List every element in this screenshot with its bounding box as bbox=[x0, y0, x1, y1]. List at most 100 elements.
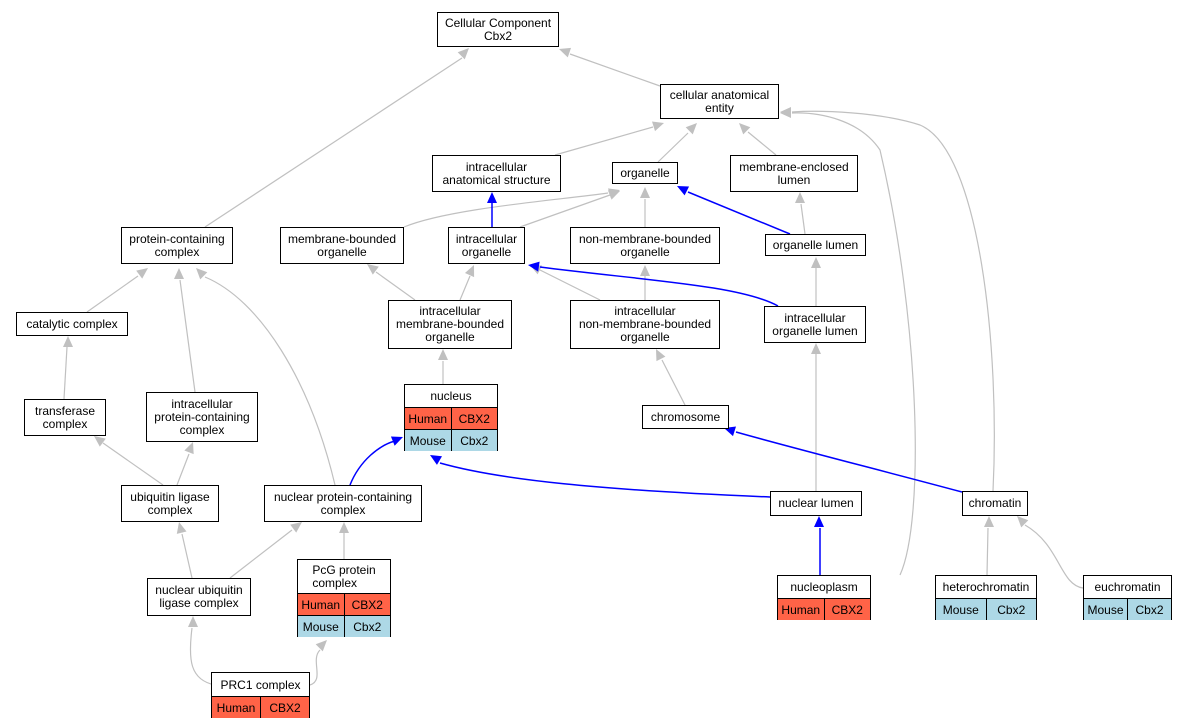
human-gene-row: Human CBX2 bbox=[778, 599, 870, 620]
edge-chromatin-chromosome bbox=[735, 431, 963, 493]
edge-npcc-nucleus-arrowhead bbox=[390, 436, 403, 446]
edge-ias-cae bbox=[554, 126, 654, 156]
edge-ulc-trans-arrowhead bbox=[94, 436, 106, 447]
species-cell: Mouse bbox=[405, 430, 451, 451]
node-pcg-protein-complex[interactable]: PcG protein complex Human CBX2 Mouse Cbx… bbox=[297, 559, 391, 637]
gene-cell: CBX2 bbox=[343, 594, 390, 615]
edge-inmbo-io bbox=[539, 269, 601, 301]
edge-npcc-pcc bbox=[204, 276, 336, 486]
node-cellular-anatomical-entity[interactable]: cellular anatomical entity bbox=[660, 84, 779, 119]
node-intracellular-non-membrane-bounded-organelle[interactable]: intracellular non-membrane-bounded organ… bbox=[570, 300, 720, 349]
node-catalytic-complex[interactable]: catalytic complex bbox=[16, 312, 128, 336]
node-intracellular-membrane-bounded-organelle[interactable]: intracellular membrane-bounded organelle bbox=[388, 300, 512, 349]
species-cell: Human bbox=[405, 408, 451, 429]
edge-cat-pcc-arrowhead bbox=[136, 268, 148, 279]
edge-imbo-io bbox=[459, 275, 471, 301]
edge-nucleoplasm-nl-arrowhead bbox=[814, 516, 824, 527]
node-prc1-complex[interactable]: PRC1 complex Human CBX2 bbox=[211, 672, 310, 718]
edge-ol-mel-arrowhead bbox=[795, 192, 805, 203]
edge-nmbo-organelle-arrowhead bbox=[640, 187, 650, 198]
edge-ias-cae-arrowhead bbox=[652, 121, 664, 132]
node-non-membrane-bounded-organelle[interactable]: non-membrane-bounded organelle bbox=[570, 227, 720, 264]
node-organelle[interactable]: organelle bbox=[612, 162, 678, 184]
mouse-gene-row: Mouse Cbx2 bbox=[298, 616, 390, 637]
species-cell: Mouse bbox=[936, 599, 986, 620]
node-chromosome[interactable]: chromosome bbox=[642, 405, 729, 429]
edge-nulc-npcc-arrowhead bbox=[290, 522, 302, 533]
edge-iol-io bbox=[539, 266, 779, 307]
edge-organelle-cae bbox=[657, 132, 689, 163]
node-ubiquitin-ligase-complex[interactable]: ubiquitin ligase complex bbox=[121, 485, 219, 522]
gene-cell: CBX2 bbox=[823, 599, 870, 620]
node-intracellular-organelle[interactable]: intracellular organelle bbox=[448, 227, 525, 264]
edge-ipcc-pcc-arrowhead bbox=[174, 268, 184, 279]
edge-prc1-pcg-arrowhead bbox=[315, 640, 327, 652]
edge-ulc-trans bbox=[102, 442, 164, 486]
edge-npcc-pcc-arrowhead bbox=[196, 268, 208, 280]
edge-trans-cat bbox=[63, 346, 68, 400]
edge-pcc-root-arrowhead bbox=[457, 48, 469, 60]
edge-prc1-nulc-arrowhead bbox=[188, 616, 198, 627]
node-organelle-lumen[interactable]: organelle lumen bbox=[765, 234, 866, 256]
species-cell: Human bbox=[298, 594, 344, 615]
edge-mel-cae bbox=[747, 131, 777, 156]
node-heterochromatin[interactable]: heterochromatin Mouse Cbx2 bbox=[935, 575, 1037, 620]
edge-cae-root-arrowhead bbox=[559, 47, 572, 58]
edge-ulc-ipcc bbox=[176, 453, 190, 486]
edge-hetero-chromatin-arrowhead bbox=[984, 516, 994, 527]
edge-imbo-mbo bbox=[375, 271, 416, 301]
edge-cae-root bbox=[569, 53, 661, 87]
edge-imbo-io-arrowhead bbox=[464, 265, 475, 278]
node-nucleoplasm[interactable]: nucleoplasm Human CBX2 bbox=[777, 575, 871, 620]
node-title: euchromatin bbox=[1084, 576, 1171, 599]
species-cell: Mouse bbox=[1084, 599, 1127, 620]
edge-hetero-chromatin bbox=[986, 527, 989, 576]
edge-cat-pcc bbox=[86, 275, 139, 313]
edge-nucleoplasm-cae bbox=[791, 112, 916, 576]
node-intracellular-organelle-lumen[interactable]: intracellular organelle lumen bbox=[764, 306, 866, 343]
edge-eu-chromatin bbox=[1024, 524, 1084, 589]
edge-imbo-mbo-arrowhead bbox=[367, 264, 379, 275]
edge-chromosome-inmbo bbox=[661, 359, 686, 406]
species-cell: Mouse bbox=[298, 616, 344, 637]
species-cell: Human bbox=[212, 697, 260, 718]
node-cellular-component-root[interactable]: Cellular Component Cbx2 bbox=[437, 12, 559, 47]
node-chromatin[interactable]: chromatin bbox=[962, 491, 1028, 516]
gene-cell: CBX2 bbox=[450, 408, 497, 429]
gene-cell: Cbx2 bbox=[343, 616, 390, 637]
node-nuclear-protein-containing-complex[interactable]: nuclear protein-containing complex bbox=[264, 485, 422, 522]
node-protein-containing-complex[interactable]: protein-containing complex bbox=[121, 227, 233, 264]
edge-pcg-npcc-arrowhead bbox=[339, 522, 349, 533]
edge-io-ias-arrowhead bbox=[487, 192, 497, 203]
node-nucleus[interactable]: nucleus Human CBX2 Mouse Cbx2 bbox=[404, 384, 498, 451]
gene-cell: Cbx2 bbox=[985, 599, 1036, 620]
edge-ipcc-pcc bbox=[179, 279, 196, 393]
node-intracellular-anatomical-structure[interactable]: intracellular anatomical structure bbox=[432, 155, 561, 192]
node-membrane-enclosed-lumen[interactable]: membrane-enclosed lumen bbox=[730, 155, 858, 192]
edge-inmbo-nmbo-arrowhead bbox=[640, 265, 650, 276]
human-gene-row: Human CBX2 bbox=[298, 594, 390, 616]
edge-pcc-root bbox=[204, 57, 463, 228]
node-euchromatin[interactable]: euchromatin Mouse Cbx2 bbox=[1083, 575, 1172, 620]
node-membrane-bounded-organelle[interactable]: membrane-bounded organelle bbox=[280, 227, 404, 264]
edge-trans-cat-arrowhead bbox=[63, 336, 73, 347]
edge-io-organelle bbox=[519, 194, 611, 228]
node-transferase-complex[interactable]: transferase complex bbox=[24, 399, 106, 436]
human-gene-row: Human CBX2 bbox=[405, 408, 497, 430]
edge-io-organelle-arrowhead bbox=[607, 190, 620, 200]
edge-organelle-cae-arrowhead bbox=[685, 123, 697, 135]
edge-ol-organelle-arrowhead bbox=[677, 186, 690, 196]
node-nuclear-ubiquitin-ligase-complex[interactable]: nuclear ubiquitin ligase complex bbox=[147, 578, 251, 616]
edge-ulc-ipcc-arrowhead bbox=[184, 442, 194, 455]
edge-ol-mel bbox=[800, 203, 806, 235]
edge-prc1-nulc bbox=[189, 627, 216, 686]
node-title: PcG protein complex bbox=[298, 560, 390, 594]
node-title: PRC1 complex bbox=[212, 673, 309, 697]
node-nuclear-lumen[interactable]: nuclear lumen bbox=[770, 491, 862, 516]
edge-nulc-ulc bbox=[181, 533, 193, 579]
species-cell: Human bbox=[778, 599, 824, 620]
node-intracellular-protein-containing-complex[interactable]: intracellular protein-containing complex bbox=[146, 392, 258, 442]
edge-chromosome-inmbo-arrowhead bbox=[656, 349, 666, 362]
human-gene-row: Human CBX2 bbox=[212, 697, 309, 718]
edge-ol-organelle bbox=[687, 191, 791, 235]
